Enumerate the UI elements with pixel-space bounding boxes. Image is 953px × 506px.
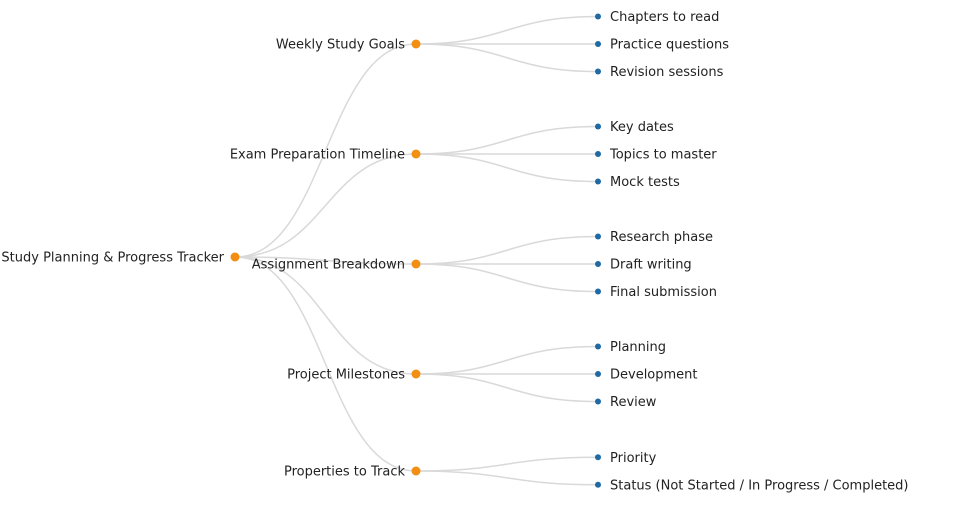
branch-node-dot (411, 466, 421, 476)
leaf-node[interactable]: Practice questions (595, 38, 729, 53)
link-branch-to-leaf (415, 345, 599, 375)
branch-node-dot (411, 369, 421, 379)
branch-node[interactable]: Project Milestones (287, 368, 421, 383)
branch-node-label: Assignment Breakdown (252, 258, 405, 273)
leaf-node-label: Key dates (610, 120, 674, 135)
leaf-node[interactable]: Priority (595, 451, 657, 466)
leaf-node-label: Review (610, 395, 657, 410)
branch-node[interactable]: Properties to Track (284, 465, 421, 480)
branch-node[interactable]: Assignment Breakdown (252, 258, 421, 273)
leaf-node[interactable]: Draft writing (595, 258, 692, 273)
link-root-to-branch (234, 43, 417, 258)
leaf-node[interactable]: Review (595, 395, 657, 410)
leaf-node-dot (595, 68, 601, 75)
branch-node-dot (411, 39, 421, 49)
leaf-node-dot (595, 288, 601, 295)
leaf-node[interactable]: Planning (595, 340, 666, 355)
links-layer (234, 15, 599, 486)
leaf-node-dot (595, 261, 601, 267)
link-branch-to-leaf (415, 43, 599, 73)
leaf-node-label: Revision sessions (610, 65, 724, 80)
leaf-node-label: Draft writing (610, 258, 692, 273)
branch-node-dot (411, 259, 421, 269)
link-branch-to-leaf (415, 235, 599, 265)
leaf-node-dot (595, 123, 601, 130)
link-root-to-branch (234, 256, 417, 375)
leaf-node-label: Development (610, 368, 698, 383)
leaf-node-label: Planning (610, 340, 666, 355)
link-root-to-branch (234, 256, 417, 265)
leaf-node-dot (595, 398, 601, 405)
link-branch-to-leaf (415, 263, 599, 293)
leaf-node[interactable]: Topics to master (595, 148, 717, 163)
leaf-node[interactable]: Development (595, 368, 698, 383)
leaf-node-label: Chapters to read (610, 10, 719, 25)
leaf-node[interactable]: Research phase (595, 230, 713, 245)
leaf-node[interactable]: Final submission (595, 285, 717, 300)
link-branch-to-leaf (415, 470, 599, 486)
leaf-node-dot (595, 178, 601, 185)
branch-node[interactable]: Exam Preparation Timeline (230, 148, 421, 163)
leaf-node-label: Status (Not Started / In Progress / Comp… (610, 478, 909, 493)
link-branch-to-leaf (415, 153, 599, 183)
link-branch-to-leaf (415, 15, 599, 45)
branch-node-label: Properties to Track (284, 465, 406, 480)
branch-node-label: Exam Preparation Timeline (230, 148, 405, 163)
leaf-node-dot (595, 41, 601, 47)
leaf-node-label: Priority (610, 451, 657, 466)
leaf-node-dot (595, 371, 601, 377)
leaf-node-label: Research phase (610, 230, 713, 245)
leaf-node[interactable]: Revision sessions (595, 65, 724, 80)
leaf-node[interactable]: Status (Not Started / In Progress / Comp… (595, 478, 909, 493)
leaf-node-dot (595, 233, 601, 240)
link-branch-to-leaf (415, 373, 599, 403)
branch-node-label: Project Milestones (287, 368, 405, 383)
branch-node[interactable]: Weekly Study Goals (276, 38, 421, 53)
leaf-node-label: Mock tests (610, 175, 680, 190)
link-branch-to-leaf (415, 125, 599, 155)
link-root-to-branch (234, 153, 417, 258)
leaf-node[interactable]: Mock tests (595, 175, 680, 190)
leaf-node-dot (595, 13, 601, 20)
leaf-node-dot (595, 481, 601, 488)
leaf-node-dot (595, 151, 601, 157)
leaf-node-label: Topics to master (609, 148, 717, 163)
nodes-layer: Study Planning & Progress Tracker Weekly … (1, 10, 908, 493)
leaf-node-label: Final submission (610, 285, 717, 300)
root-node[interactable]: Study Planning & Progress Tracker (1, 251, 240, 266)
root-node-dot (230, 252, 240, 262)
leaf-node[interactable]: Key dates (595, 120, 674, 135)
root-node-label: Study Planning & Progress Tracker (1, 251, 224, 266)
leaf-node[interactable]: Chapters to read (595, 10, 719, 25)
branch-node-label: Weekly Study Goals (276, 38, 405, 53)
link-branch-to-leaf (415, 456, 599, 472)
link-root-to-branch (234, 256, 417, 472)
leaf-node-dot (595, 454, 601, 461)
leaf-node-label: Practice questions (610, 38, 729, 53)
leaf-node-dot (595, 343, 601, 350)
branch-node-dot (411, 149, 421, 159)
